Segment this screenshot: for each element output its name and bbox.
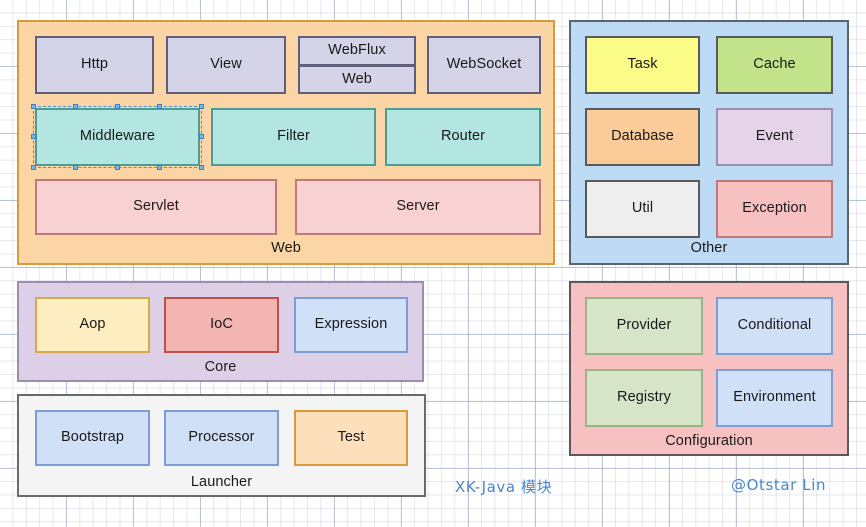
selection-handle-s2[interactable]: [115, 165, 120, 170]
node-test[interactable]: Test: [294, 410, 408, 466]
node-server[interactable]: Server: [295, 179, 541, 235]
node-middleware[interactable]: Middleware: [35, 108, 200, 166]
selection-handle-e[interactable]: [199, 134, 204, 139]
node-label: View: [210, 56, 242, 73]
group-core[interactable]: Aop IoC Expression Core: [17, 281, 424, 382]
node-label: Servlet: [133, 198, 179, 215]
node-label: Cache: [753, 56, 796, 73]
node-webflux[interactable]: WebFlux: [298, 36, 416, 66]
node-label: Provider: [616, 317, 672, 334]
node-ioc[interactable]: IoC: [164, 297, 279, 353]
node-label: Middleware: [79, 128, 156, 145]
node-event[interactable]: Event: [716, 108, 833, 166]
watermark-author: @Otstar Lin: [731, 476, 827, 494]
node-web-sub[interactable]: Web: [298, 65, 416, 94]
node-router[interactable]: Router: [385, 108, 541, 166]
group-label-core: Core: [204, 359, 237, 375]
node-registry[interactable]: Registry: [585, 369, 703, 427]
selection-handle-ne[interactable]: [199, 104, 204, 109]
node-label: Expression: [314, 316, 388, 333]
node-label: Exception: [742, 200, 807, 217]
node-label: Bootstrap: [61, 429, 124, 446]
node-conditional[interactable]: Conditional: [716, 297, 833, 355]
node-processor[interactable]: Processor: [164, 410, 279, 466]
node-view[interactable]: View: [166, 36, 286, 94]
group-configuration[interactable]: Provider Conditional Registry Environmen…: [569, 281, 849, 456]
node-label: Task: [627, 56, 658, 73]
node-cache[interactable]: Cache: [716, 36, 833, 94]
node-label: Http: [81, 56, 108, 73]
selection-handle-w[interactable]: [31, 134, 36, 139]
node-environment[interactable]: Environment: [716, 369, 833, 427]
node-label: Processor: [188, 429, 255, 446]
selection-handle-s1[interactable]: [73, 165, 78, 170]
node-aop[interactable]: Aop: [35, 297, 150, 353]
node-label: Web: [342, 70, 372, 87]
group-label-web: Web: [271, 240, 301, 256]
group-other[interactable]: Task Cache Database Event Util Exception…: [569, 20, 849, 265]
selection-handle-n3[interactable]: [157, 104, 162, 109]
selection-handle-nw[interactable]: [31, 104, 36, 109]
selection-handle-sw[interactable]: [31, 165, 36, 170]
node-label: WebSocket: [446, 56, 522, 73]
node-label: WebFlux: [328, 42, 386, 59]
node-database[interactable]: Database: [585, 108, 700, 166]
node-label: Aop: [79, 316, 106, 333]
node-label: Event: [755, 128, 794, 145]
group-launcher[interactable]: Bootstrap Processor Test Launcher: [17, 394, 426, 497]
selection-handle-s3[interactable]: [157, 165, 162, 170]
selection-handle-se[interactable]: [199, 165, 204, 170]
selection-handle-n2[interactable]: [115, 104, 120, 109]
group-label-other: Other: [690, 240, 728, 256]
watermark-title: XK-Java 模块: [455, 478, 553, 496]
node-label: Database: [611, 128, 674, 145]
group-label-configuration: Configuration: [665, 433, 753, 449]
node-servlet[interactable]: Servlet: [35, 179, 277, 235]
node-label: Util: [631, 200, 654, 217]
node-label: IoC: [210, 316, 233, 333]
node-websocket[interactable]: WebSocket: [427, 36, 541, 94]
node-http[interactable]: Http: [35, 36, 154, 94]
selection-handle-n1[interactable]: [73, 104, 78, 109]
node-exception[interactable]: Exception: [716, 180, 833, 238]
node-label: Test: [337, 429, 365, 446]
node-label: Router: [440, 128, 486, 145]
group-label-launcher: Launcher: [190, 474, 253, 490]
node-provider[interactable]: Provider: [585, 297, 703, 355]
node-util[interactable]: Util: [585, 180, 700, 238]
node-expression[interactable]: Expression: [294, 297, 408, 353]
node-task[interactable]: Task: [585, 36, 700, 94]
node-label: Registry: [617, 389, 671, 406]
node-label: Filter: [277, 128, 310, 145]
node-filter[interactable]: Filter: [211, 108, 376, 166]
node-label: Server: [396, 198, 440, 215]
node-bootstrap[interactable]: Bootstrap: [35, 410, 150, 466]
node-label: Conditional: [737, 317, 812, 334]
group-web[interactable]: Http View WebFlux Web WebSocket Middlewa…: [17, 20, 555, 265]
node-label: Environment: [733, 389, 816, 406]
